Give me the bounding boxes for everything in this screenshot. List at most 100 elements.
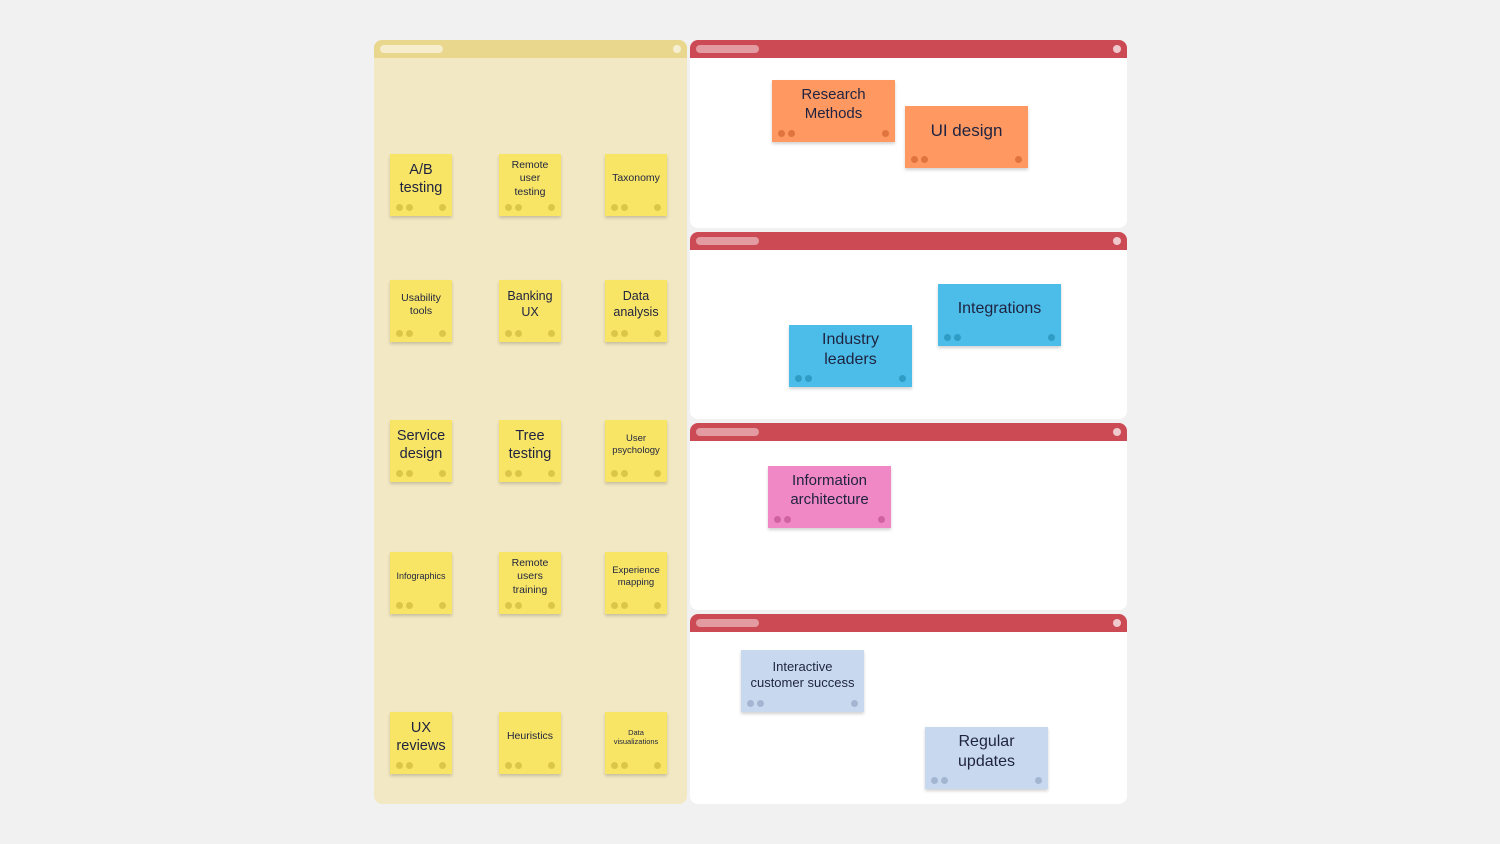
note-corner-dot — [654, 330, 661, 337]
sticky-note-text: Service design — [396, 427, 446, 462]
sticky-note-text: Industry leaders — [822, 331, 879, 368]
note-corner-dot — [654, 602, 661, 609]
note-dots — [396, 762, 413, 769]
sticky-note[interactable]: Remote users training — [499, 552, 561, 614]
note-dots — [396, 204, 413, 211]
sticky-note-text: Heuristics — [506, 730, 554, 743]
sticky-note-text: User psychology — [612, 433, 660, 456]
note-dots — [396, 470, 413, 477]
sticky-note[interactable]: Experience mapping — [605, 552, 667, 614]
note-dots — [611, 330, 628, 337]
frame-menu-dot[interactable] — [1113, 237, 1121, 245]
sticky-note[interactable]: Data visualizations — [605, 712, 667, 774]
sticky-note[interactable]: Taxonomy — [605, 154, 667, 216]
sticky-note-text: Experience mapping — [612, 565, 660, 588]
note-corner-dot — [899, 375, 906, 382]
sticky-note-text: Banking UX — [507, 289, 553, 319]
note-corner-dot — [439, 204, 446, 211]
column-title-placeholder — [380, 45, 443, 53]
note-dots — [611, 602, 628, 609]
note-dots — [611, 204, 628, 211]
sticky-note-text: Remote users training — [511, 557, 549, 596]
sticky-note-text: Data analysis — [613, 289, 659, 319]
note-corner-dot — [654, 470, 661, 477]
note-dots — [505, 330, 522, 337]
note-corner-dot — [548, 470, 555, 477]
sticky-note[interactable]: Infographics — [390, 552, 452, 614]
frame-3[interactable] — [690, 423, 1127, 610]
sticky-note-text: A/B testing — [399, 161, 443, 196]
note-dots — [778, 130, 795, 137]
sticky-note[interactable]: Industry leaders — [789, 325, 912, 387]
note-corner-dot — [882, 130, 889, 137]
note-corner-dot — [439, 330, 446, 337]
sticky-note-text: Data visualizations — [613, 727, 659, 746]
column-header-bar[interactable] — [374, 40, 687, 58]
note-corner-dot — [548, 330, 555, 337]
note-corner-dot — [851, 700, 858, 707]
sticky-note-text: Information architecture — [790, 472, 869, 508]
note-dots — [931, 777, 948, 784]
note-dots — [505, 602, 522, 609]
note-corner-dot — [439, 602, 446, 609]
sticky-note[interactable]: Data analysis — [605, 280, 667, 342]
note-dots — [611, 762, 628, 769]
sticky-note[interactable]: Information architecture — [768, 466, 891, 528]
note-corner-dot — [878, 516, 885, 523]
sticky-note-text: Interactive customer success — [750, 658, 855, 690]
frame-title-placeholder — [696, 428, 759, 436]
frame-header-bar[interactable] — [690, 232, 1127, 250]
note-dots — [795, 375, 812, 382]
sticky-note[interactable]: Heuristics — [499, 712, 561, 774]
sticky-note[interactable]: Service design — [390, 420, 452, 482]
frame-menu-dot[interactable] — [1113, 428, 1121, 436]
note-corner-dot — [1015, 156, 1022, 163]
note-corner-dot — [1035, 777, 1042, 784]
note-corner-dot — [654, 762, 661, 769]
sticky-note[interactable]: Regular updates — [925, 727, 1048, 789]
note-corner-dot — [548, 762, 555, 769]
note-corner-dot — [654, 204, 661, 211]
note-corner-dot — [439, 762, 446, 769]
sticky-note-text: UX reviews — [396, 719, 446, 754]
sticky-note[interactable]: UX reviews — [390, 712, 452, 774]
sticky-note[interactable]: Interactive customer success — [741, 650, 864, 712]
sticky-note[interactable]: A/B testing — [390, 154, 452, 216]
sticky-note-text: Usability tools — [401, 291, 441, 317]
sticky-note-text: UI design — [930, 121, 1003, 141]
sticky-note[interactable]: Remote user testing — [499, 154, 561, 216]
sticky-note-text: Regular updates — [958, 733, 1015, 770]
frame-header-bar[interactable] — [690, 614, 1127, 632]
frame-title-placeholder — [696, 619, 759, 627]
sticky-note-text: Tree testing — [508, 427, 552, 462]
sticky-note[interactable]: User psychology — [605, 420, 667, 482]
sticky-note-text: Taxonomy — [612, 172, 660, 185]
note-dots — [944, 334, 961, 341]
note-dots — [505, 470, 522, 477]
sticky-note-text: Remote user testing — [511, 159, 549, 198]
frame-header-bar[interactable] — [690, 40, 1127, 58]
note-dots — [611, 470, 628, 477]
note-dots — [505, 204, 522, 211]
note-corner-dot — [439, 470, 446, 477]
note-dots — [396, 330, 413, 337]
frame-menu-dot[interactable] — [1113, 45, 1121, 53]
sticky-note[interactable]: UI design — [905, 106, 1028, 168]
note-corner-dot — [1048, 334, 1055, 341]
frame-menu-dot[interactable] — [1113, 619, 1121, 627]
sticky-note[interactable]: Integrations — [938, 284, 1061, 346]
sticky-note-text: Infographics — [396, 571, 446, 582]
frame-title-placeholder — [696, 237, 759, 245]
sticky-note[interactable]: Research Methods — [772, 80, 895, 142]
note-dots — [747, 700, 764, 707]
sticky-note-text: Research Methods — [801, 86, 866, 122]
note-dots — [396, 602, 413, 609]
sticky-note[interactable]: Banking UX — [499, 280, 561, 342]
frame-header-bar[interactable] — [690, 423, 1127, 441]
note-dots — [774, 516, 791, 523]
sticky-note[interactable]: Usability tools — [390, 280, 452, 342]
sticky-note[interactable]: Tree testing — [499, 420, 561, 482]
column-menu-dot[interactable] — [673, 45, 681, 53]
note-dots — [505, 762, 522, 769]
